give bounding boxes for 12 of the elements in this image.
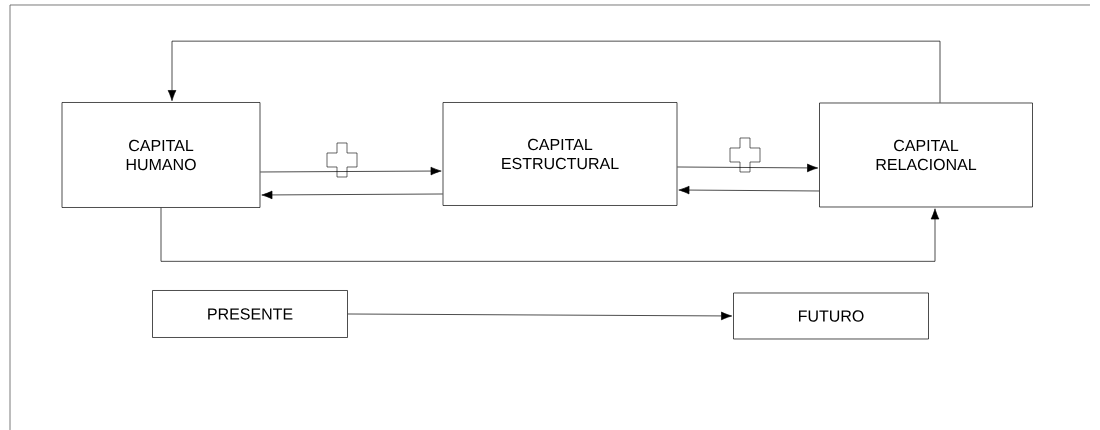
concept-box: CAPITAL ESTRUCTURAL bbox=[442, 102, 678, 206]
concept-box: PRESENTE bbox=[152, 290, 348, 338]
arrow bbox=[261, 190, 443, 200]
arrow bbox=[677, 163, 819, 173]
concept-box: CAPITAL HUMANO bbox=[61, 102, 261, 208]
arrow bbox=[167, 40, 941, 103]
arrow bbox=[347, 311, 733, 321]
arrow bbox=[678, 185, 820, 195]
concept-box: CAPITAL RELACIONAL bbox=[819, 102, 1033, 208]
concept-box: FUTURO bbox=[733, 292, 929, 340]
arrow bbox=[160, 207, 940, 262]
arrow bbox=[260, 166, 442, 176]
